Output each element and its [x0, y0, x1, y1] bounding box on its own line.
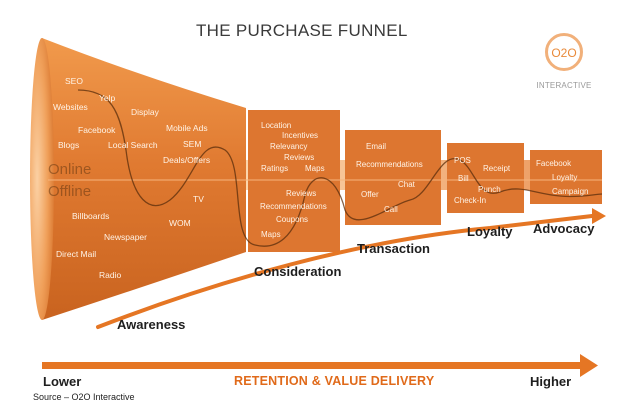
channel-label: Display: [131, 107, 159, 117]
channel-label: Facebook: [78, 125, 116, 135]
consideration-block: [248, 110, 340, 252]
transaction-item: Chat: [398, 180, 415, 189]
advocacy-item: Facebook: [536, 159, 572, 168]
advocacy-item: Campaign: [552, 187, 589, 196]
transaction-item: Recommendations: [356, 160, 423, 169]
transaction-item: Offer: [361, 190, 379, 199]
channel-label: Local Search: [108, 140, 158, 150]
o2o-logo-icon: [545, 33, 583, 71]
loyalty-item: Receipt: [483, 164, 511, 173]
channel-label: Mobile Ads: [166, 123, 208, 133]
loyalty-item: POS: [454, 156, 471, 165]
channel-label: Deals/Offers: [163, 155, 211, 165]
consideration-item: Ratings: [261, 164, 289, 173]
stage-label-transaction: Transaction: [357, 241, 430, 256]
consideration-item: Coupons: [276, 215, 309, 224]
stage-label-loyalty: Loyalty: [467, 224, 513, 239]
value-axis-arrowhead: [580, 354, 598, 377]
funnel-mouth: [30, 38, 54, 320]
logo-mark: O2O: [551, 46, 577, 60]
channel-label: SEO: [65, 76, 83, 86]
loyalty-item: Check-In: [454, 196, 487, 205]
consideration-item: Maps: [261, 230, 281, 239]
channel-label: Websites: [53, 102, 88, 112]
channel-label: Direct Mail: [56, 249, 97, 259]
stage-growth-arrowhead: [592, 208, 606, 224]
channel-label: TV: [193, 194, 204, 204]
channel-label: Radio: [99, 270, 122, 280]
loyalty-block: [447, 143, 524, 213]
loyalty-item: Punch: [478, 185, 501, 194]
consideration-item: Reviews: [286, 189, 317, 198]
axis-high-label: Higher: [530, 374, 572, 389]
channel-label: Newspaper: [104, 232, 147, 242]
stage-label-consideration: Consideration: [254, 264, 342, 279]
channel-label: SEM: [183, 139, 202, 149]
consideration-item: Relevancy: [270, 142, 308, 151]
channel-label: Billboards: [72, 211, 110, 221]
stage-label-advocacy: Advocacy: [533, 221, 595, 236]
advocacy-item: Loyalty: [552, 173, 578, 182]
transaction-block: [345, 130, 441, 225]
stage-growth-arrow: [96, 214, 594, 329]
channel-label: Yelp: [99, 93, 116, 103]
consideration-item: Reviews: [284, 153, 315, 162]
consideration-item: Incentives: [282, 131, 319, 140]
transaction-item: Call: [384, 205, 398, 214]
online-segment-label: Online: [48, 161, 92, 178]
logo-subtitle: INTERACTIVE: [536, 81, 592, 90]
channel-label: Blogs: [58, 140, 80, 150]
channel-label: WOM: [169, 218, 191, 228]
consideration-item: Location: [261, 121, 292, 130]
axis-low-label: Lower: [43, 374, 82, 389]
journey-curve: [77, 89, 603, 247]
awareness-section: [42, 38, 246, 320]
offline-segment-label: Offline: [48, 183, 92, 200]
transaction-item: Email: [366, 142, 387, 151]
page-title: THE PURCHASE FUNNEL: [196, 21, 408, 40]
consideration-item: Recommendations: [260, 202, 327, 211]
value-axis-bar: [42, 362, 582, 369]
axis-center-label: RETENTION & VALUE DELIVERY: [234, 374, 435, 388]
source-caption: Source – O2O Interactive: [33, 392, 135, 402]
stage-label-awareness: Awareness: [117, 317, 186, 332]
loyalty-item: Bill: [458, 174, 469, 183]
consideration-item: Maps: [305, 164, 325, 173]
